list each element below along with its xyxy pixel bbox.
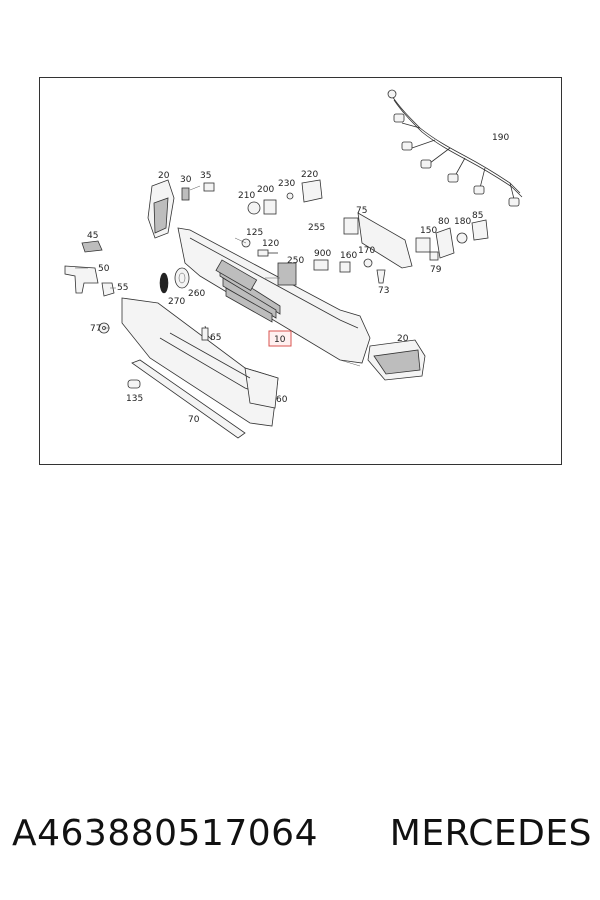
callout-label: 10 <box>274 335 286 345</box>
leader-lines <box>75 185 280 329</box>
callout-label: 200 <box>257 185 274 195</box>
sealing-ring-270 <box>159 272 169 294</box>
cap-900 <box>313 259 329 271</box>
callout-label: 80 <box>438 217 450 227</box>
callout-label: 255 <box>308 223 325 233</box>
callout-label: 79 <box>430 265 442 275</box>
screw-35 <box>203 182 215 192</box>
callout-label: 260 <box>188 289 205 299</box>
clip-45 <box>81 240 103 253</box>
callout-label: 120 <box>262 239 279 249</box>
callout-label: 125 <box>246 228 263 238</box>
clip-30 <box>181 187 190 201</box>
cap-260 <box>174 267 190 289</box>
callout-label: 60 <box>276 395 288 405</box>
trim-strip <box>201 325 213 341</box>
callout-label: 45 <box>87 231 98 241</box>
wiring-harness <box>387 89 523 207</box>
nut-79 <box>429 251 439 261</box>
callout-label: 270 <box>168 297 185 307</box>
callout-label: 135 <box>126 394 143 404</box>
part-number: A463880517064 <box>12 812 318 854</box>
ring-230 <box>286 192 294 200</box>
callout-label: 77 <box>90 324 101 334</box>
callout-label: 75 <box>356 206 367 216</box>
mount-150 <box>415 237 431 253</box>
callout-label: 210 <box>238 191 255 201</box>
callout-label: 20 <box>397 334 409 344</box>
callout-label: 65 <box>210 333 221 343</box>
callout-label: 180 <box>454 217 471 227</box>
callout-label: 85 <box>472 211 483 221</box>
callout-label: 220 <box>301 170 318 180</box>
sensor-220 <box>301 179 323 203</box>
callout-label: 70 <box>188 415 200 425</box>
brand-name: MERCEDES <box>389 812 592 854</box>
bracket-50 <box>64 265 99 294</box>
bracket-75 <box>357 212 413 269</box>
callout-label: 55 <box>117 283 128 293</box>
callout-label: 170 <box>358 246 375 256</box>
end-cap-right <box>367 339 426 381</box>
module-250 <box>277 262 297 286</box>
callout-label: 30 <box>180 175 192 185</box>
callout-label: 230 <box>278 179 295 189</box>
plate-80 <box>435 227 455 259</box>
bracket-85 <box>471 219 489 241</box>
callout-label: 35 <box>200 171 211 181</box>
bolt-160 <box>339 261 351 273</box>
callout-label: 150 <box>420 226 437 236</box>
lower-spoiler <box>121 297 279 427</box>
bolt-120 <box>257 249 278 257</box>
bumper-cover <box>177 227 371 367</box>
plug-135 <box>127 379 141 389</box>
callout-label: 160 <box>340 251 357 261</box>
callout-label: 190 <box>492 133 509 143</box>
washer-170 <box>363 258 373 268</box>
parts-diagram: 10 20 20 30 35 45 50 55 60 65 70 73 75 7… <box>39 77 562 465</box>
exploded-view-drawing: 10 20 20 30 35 45 50 55 60 65 70 73 75 7… <box>64 89 523 439</box>
callout-label: 250 <box>287 256 304 266</box>
callout-label: 50 <box>98 264 110 274</box>
highlighted-part-box <box>268 330 292 347</box>
screw-73 <box>376 269 386 284</box>
callout-label: 20 <box>158 171 170 181</box>
nut-55 <box>101 282 115 297</box>
holder-200 <box>263 199 277 215</box>
rail-strip <box>131 332 251 439</box>
product-caption: A463880517064 MERCEDES <box>12 803 592 863</box>
callout-labels: 10 20 20 30 35 45 50 55 60 65 70 73 75 7… <box>87 133 509 425</box>
grommet-210 <box>247 201 261 215</box>
end-cap-left <box>147 179 175 239</box>
callout-label: 73 <box>378 286 389 296</box>
washer-180 <box>456 232 468 244</box>
connector-255 <box>343 217 359 235</box>
callout-label: 900 <box>314 249 331 259</box>
